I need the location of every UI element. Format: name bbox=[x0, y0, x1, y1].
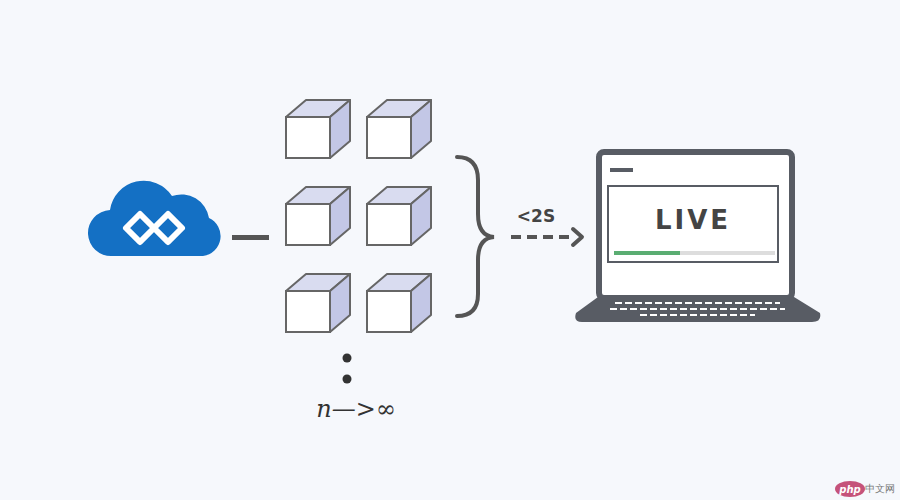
limit-note: n—>∞ bbox=[316, 395, 396, 423]
watermark: 中文网 bbox=[865, 482, 895, 496]
laptop-base bbox=[575, 297, 820, 322]
keyboard-row bbox=[640, 314, 755, 316]
server-cube bbox=[286, 274, 350, 332]
ellipsis-dot bbox=[343, 354, 352, 363]
infinity-symbol bbox=[126, 214, 182, 242]
screen-top-bar bbox=[610, 168, 633, 172]
screen-window: LIVE bbox=[609, 187, 777, 261]
keyboard-row bbox=[615, 302, 780, 304]
server-cube bbox=[286, 187, 350, 245]
server-cube bbox=[286, 100, 350, 158]
server-cube bbox=[367, 187, 431, 245]
arrow-head bbox=[573, 229, 582, 245]
ellipsis-dot bbox=[343, 375, 352, 384]
server-cube bbox=[367, 100, 431, 158]
latency-label: <2S bbox=[517, 206, 555, 226]
cloud-icon bbox=[88, 181, 221, 256]
keyboard-row bbox=[610, 308, 785, 310]
laptop-screen bbox=[599, 152, 792, 298]
screen-text: LIVE bbox=[655, 205, 731, 235]
link-bar bbox=[232, 235, 269, 240]
screen-window bbox=[608, 186, 778, 262]
dashed-arrow bbox=[511, 235, 572, 239]
curly-brace bbox=[457, 157, 494, 316]
progress-track bbox=[614, 251, 775, 255]
progress-fill bbox=[614, 251, 680, 255]
server-cube bbox=[367, 274, 431, 332]
watermark-badge bbox=[835, 481, 865, 497]
watermark: php bbox=[839, 484, 860, 495]
